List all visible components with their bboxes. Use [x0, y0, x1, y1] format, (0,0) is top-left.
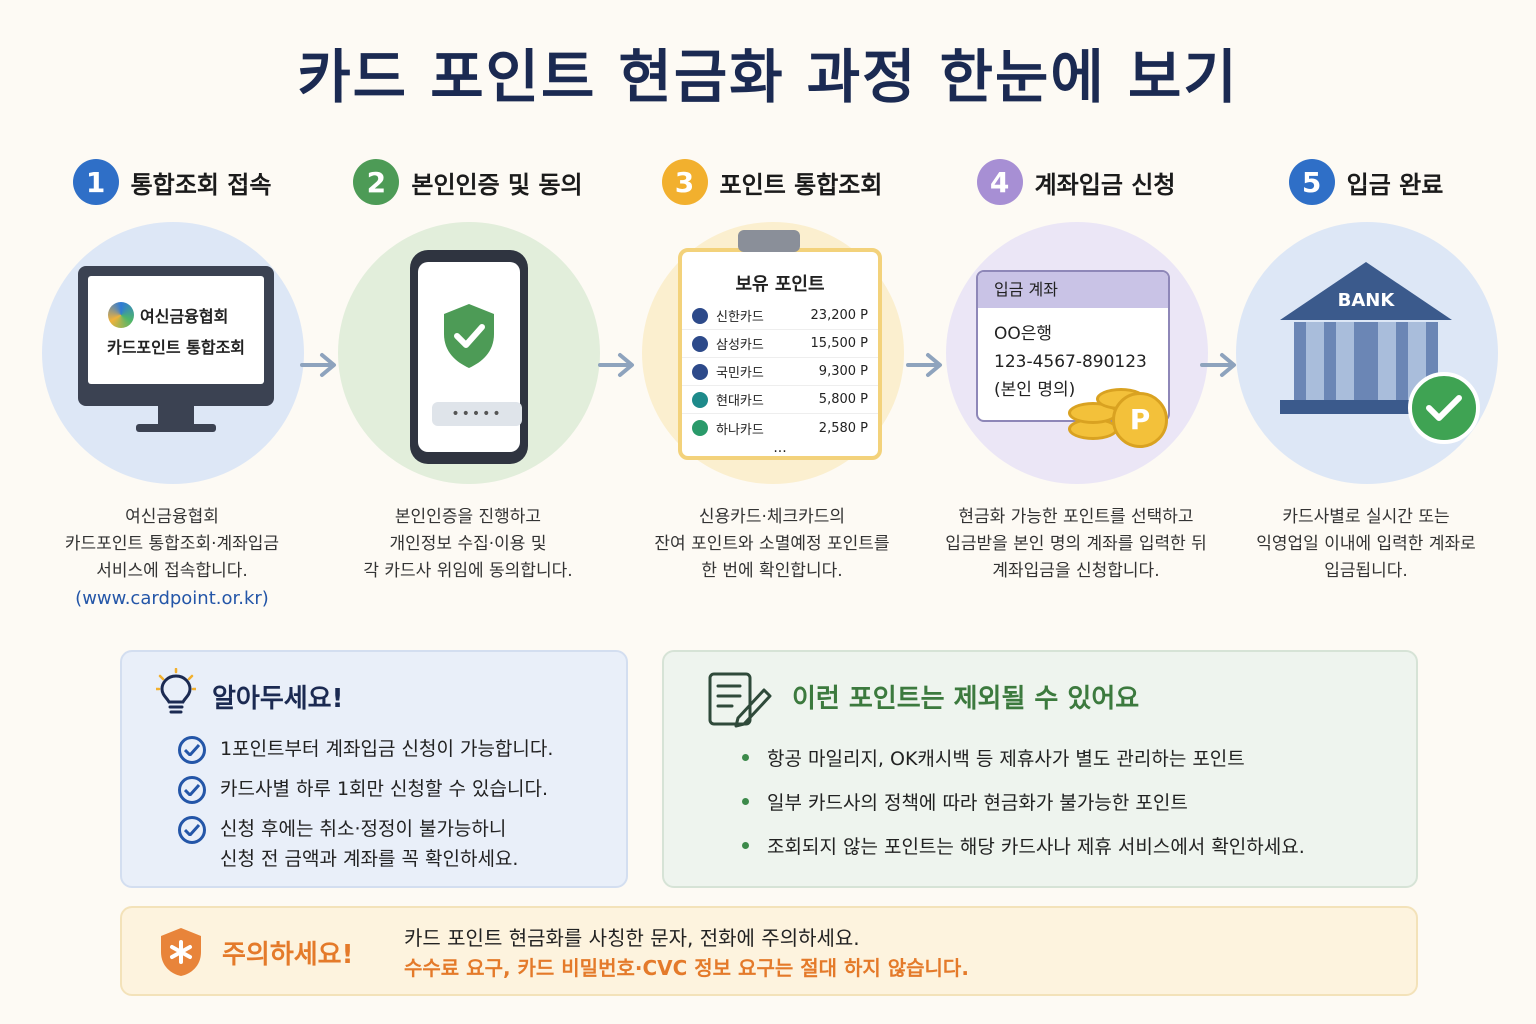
monitor-text: 카드포인트 통합조회: [106, 338, 246, 357]
clipboard-clip-icon: [738, 230, 800, 252]
account-card: 입금 계좌 OO은행 123-4567-890123 (본인 명의): [976, 270, 1170, 422]
card-logo-icon: [692, 391, 708, 408]
check-circle-icon: [178, 816, 206, 844]
step-number: 5: [1288, 159, 1335, 205]
page-title: 카드 포인트 현금화 과정 한눈에 보기: [297, 43, 1239, 111]
bank-icon: [1280, 262, 1452, 320]
step-title: 입금 완료: [1346, 170, 1444, 199]
step-number: 3: [661, 159, 708, 205]
step-title: 본인인증 및 동의: [411, 170, 583, 199]
step-description: 카드사별로 실시간 또는 익영업일 이내에 입력한 계좌로 입금됩니다.: [1256, 507, 1476, 581]
tips-box: 알아두세요! 1포인트부터 계좌입금 신청이 가능합니다. 카드사별 하루 1회…: [120, 650, 628, 888]
list-item: 카드사별 하루 1회만 신청할 수 있습니다.: [178, 774, 548, 804]
step-title: 통합조회 접속: [130, 170, 272, 199]
account-owner: (본인 명의): [994, 380, 1076, 400]
association-logo-icon: [108, 302, 134, 328]
card-logo-icon: [692, 307, 708, 324]
cardpoint-link[interactable]: (www.cardpoint.or.kr): [75, 588, 269, 609]
step-title: 포인트 통합조회: [719, 170, 883, 199]
card-logo-icon: [692, 335, 708, 352]
clipboard-title: 보유 포인트: [735, 274, 825, 295]
step-number: 4: [976, 159, 1023, 205]
warning-text: 카드 포인트 현금화를 사칭한 문자, 전화에 주의하세요.: [404, 926, 860, 950]
account-card-header: 입금 계좌: [978, 272, 1168, 308]
check-circle-icon: [178, 776, 206, 804]
warning-emphasis: 수수료 요구, 카드 비밀번호·CVC 정보 요구는 절대 하지 않습니다.: [404, 956, 969, 980]
phone-icon: •••••: [410, 250, 528, 464]
step-illustration: 입금 계좌 OO은행 123-4567-890123 (본인 명의) P: [946, 222, 1208, 484]
account-number: 123-4567-890123: [994, 352, 1147, 372]
check-icon: [1408, 372, 1480, 444]
step-illustration: •••••: [338, 222, 600, 484]
list-item: 일부 카드사의 정책에 따라 현금화가 불가능한 포인트: [742, 788, 1188, 815]
monitor-icon: 여신금융협회 카드포인트 통합조회: [78, 266, 274, 432]
monitor-text: 여신금융협회: [140, 307, 229, 326]
document-edit-icon: [708, 672, 772, 728]
step-number: 2: [353, 159, 400, 205]
lightbulb-icon: [156, 668, 196, 714]
list-item: 조회되지 않는 포인트는 해당 카드사나 제휴 서비스에서 확인하세요.: [742, 832, 1305, 859]
arrow-right-icon: [300, 353, 336, 377]
excluded-title: 이런 포인트는 제외될 수 있어요: [792, 684, 1140, 714]
step-5: 5 입금 완료 BANK 카드사별로 실시간 또는 익영업일 이내에 입력한 계…: [1216, 150, 1516, 581]
arrow-right-icon: [906, 353, 942, 377]
list-item: 1포인트부터 계좌입금 신청이 가능합니다.: [178, 734, 553, 764]
shield-check-icon: [444, 304, 494, 368]
pin-input: •••••: [432, 402, 522, 426]
card-logo-icon: [692, 420, 708, 436]
step-description: 신용카드·체크카드의 잔여 포인트와 소멸예정 포인트를 한 번에 확인합니다.: [654, 507, 890, 581]
card-logo-icon: [692, 363, 708, 380]
step-2: 2 본인인증 및 동의 ••••• 본인인증을 진행하고 개인정보 수집·이용 …: [318, 150, 618, 581]
step-description: 본인인증을 진행하고 개인정보 수집·이용 및 각 카드사 위임에 동의합니다.: [363, 507, 573, 581]
warning-title: 주의하세요!: [222, 940, 354, 970]
step-description: 현금화 가능한 포인트를 선택하고 입금받을 본인 명의 계좌를 입력한 뒤 계…: [945, 507, 1207, 581]
point-coin-icon: P: [1112, 392, 1168, 448]
step-4: 4 계좌입금 신청 입금 계좌 OO은행 123-4567-890123 (본인…: [926, 150, 1226, 581]
step-number: 1: [72, 159, 119, 205]
list-item: 항공 마일리지, OK캐시백 등 제휴사가 별도 관리하는 포인트: [742, 744, 1245, 771]
warning-box: 주의하세요! 카드 포인트 현금화를 사칭한 문자, 전화에 주의하세요. 수수…: [120, 906, 1418, 996]
step-illustration: 여신금융협회 카드포인트 통합조회: [42, 222, 304, 484]
more-indicator: ...: [773, 440, 787, 456]
step-title: 계좌입금 신청: [1034, 170, 1176, 199]
arrow-right-icon: [598, 353, 634, 377]
bank-name: OO은행: [994, 324, 1053, 344]
arrow-right-icon: [1200, 353, 1236, 377]
step-description: 여신금융협회 카드포인트 통합조회·계좌입금 서비스에 접속합니다. (www.…: [22, 504, 322, 612]
step-illustration: BANK: [1236, 222, 1498, 484]
step-1: 1 통합조회 접속 여신금융협회 카드포인트 통합조회 여신금융협회 카드포인트…: [22, 150, 322, 609]
bank-label: BANK: [1337, 290, 1395, 311]
check-circle-icon: [178, 736, 206, 764]
tips-title: 알아두세요!: [212, 684, 344, 714]
warning-shield-icon: [161, 928, 201, 976]
excluded-box: 이런 포인트는 제외될 수 있어요 항공 마일리지, OK캐시백 등 제휴사가 …: [662, 650, 1418, 888]
